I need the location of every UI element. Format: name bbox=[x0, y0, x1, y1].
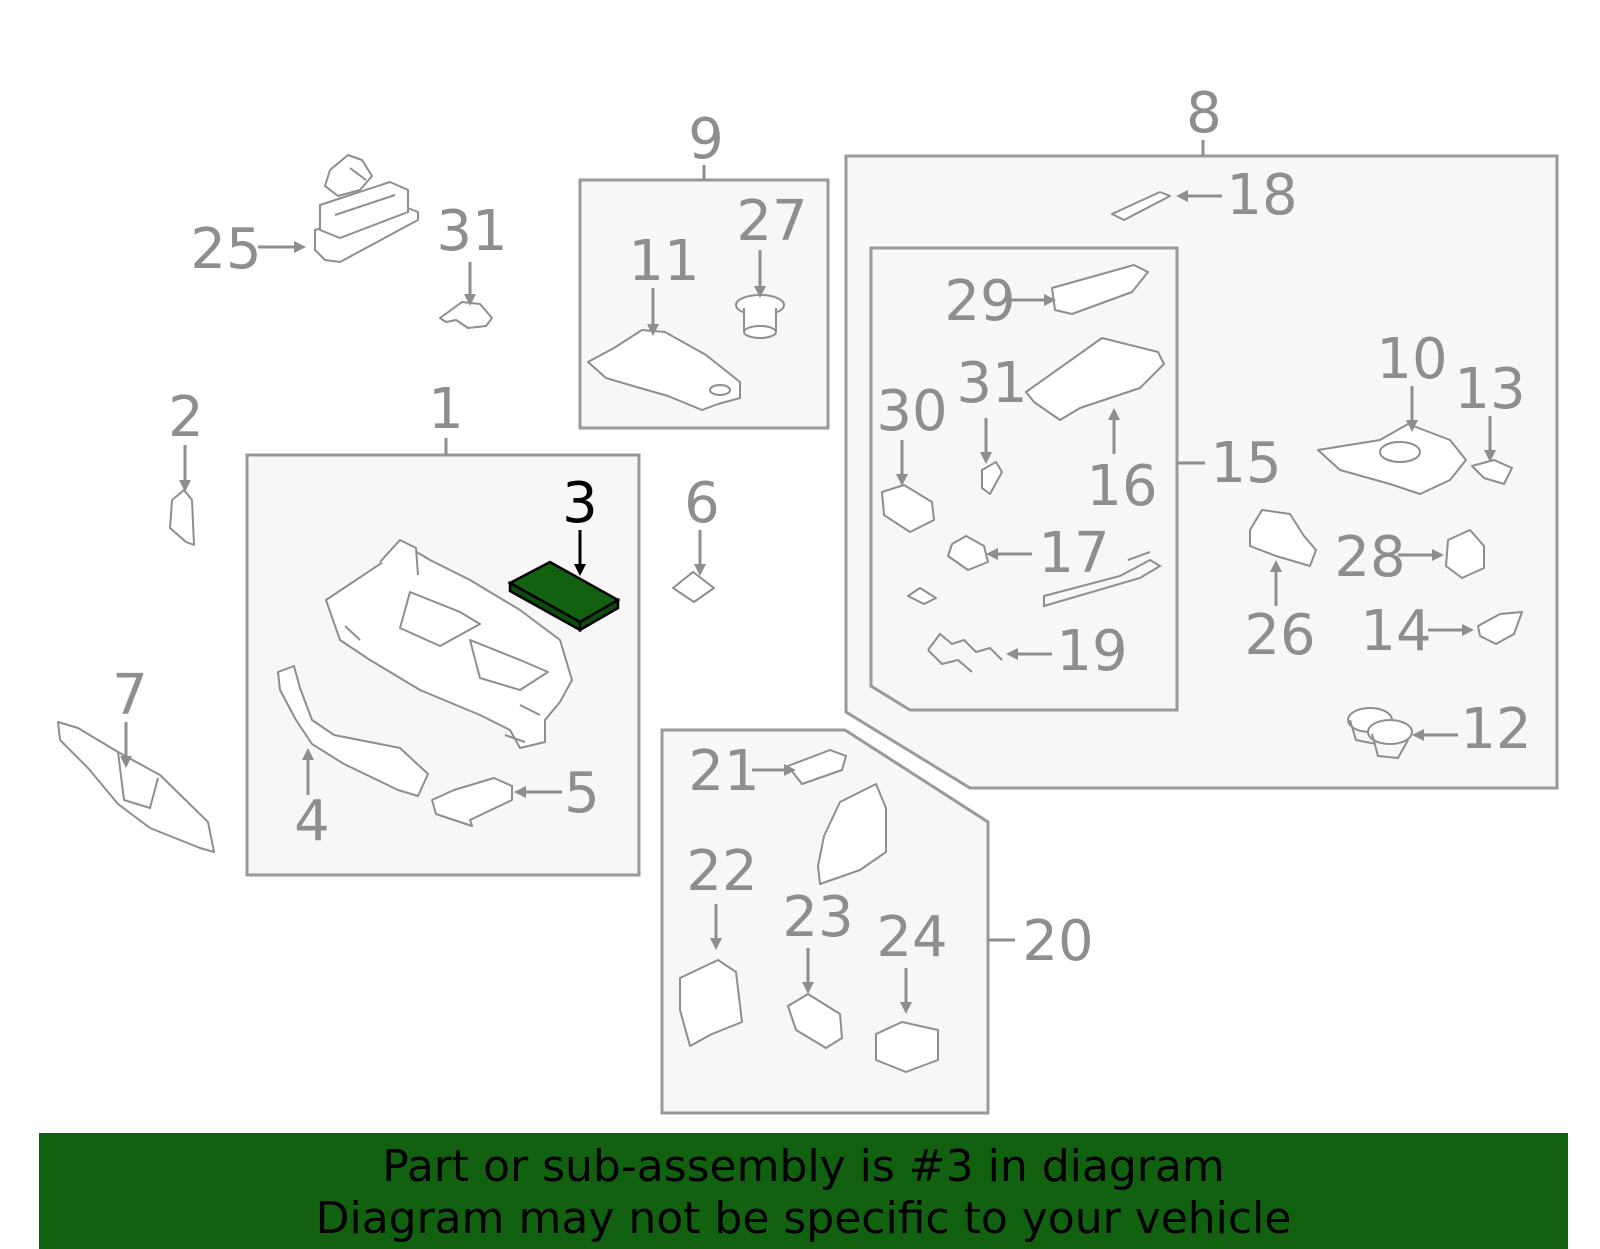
callout-label-26: 26 bbox=[1244, 603, 1315, 668]
banner-line-1: Part or sub-assembly is #3 in diagram bbox=[382, 1141, 1225, 1192]
part-12-cupholder bbox=[1347, 707, 1413, 760]
part-18-strip bbox=[1111, 191, 1171, 221]
callout-label-10: 10 bbox=[1376, 327, 1447, 392]
part-4-trim bbox=[277, 665, 429, 797]
part-17-sensor bbox=[947, 535, 989, 571]
part-30-switch bbox=[881, 484, 935, 533]
callout-label-27: 27 bbox=[736, 189, 807, 254]
part-31-clip bbox=[439, 301, 493, 329]
callout-labels: 1 2 3 4 5 6 7 8 9 10 11 12 13 14 15 16 1… bbox=[112, 81, 1531, 974]
callout-label-19: 19 bbox=[1056, 619, 1127, 684]
part-3-highlighted bbox=[507, 560, 621, 633]
part-21-switch bbox=[787, 749, 847, 785]
group-box-20 bbox=[660, 728, 990, 1115]
part-27-plug bbox=[735, 294, 785, 339]
callout-label-29: 29 bbox=[944, 269, 1015, 334]
part-19-harness bbox=[927, 632, 1003, 673]
info-banner: Part or sub-assembly is #3 in diagram Di… bbox=[39, 1133, 1568, 1249]
callout-label-15: 15 bbox=[1210, 431, 1281, 496]
part-11-trim bbox=[587, 329, 741, 411]
banner-line-2: Diagram may not be specific to your vehi… bbox=[315, 1193, 1292, 1244]
callout-label-23: 23 bbox=[782, 885, 853, 950]
part-16-tray bbox=[1025, 337, 1165, 421]
callout-label-1: 1 bbox=[428, 377, 464, 442]
callout-label-5: 5 bbox=[564, 761, 600, 826]
callout-label-28: 28 bbox=[1334, 525, 1405, 590]
part-29-lid bbox=[1051, 264, 1149, 315]
callout-label-14: 14 bbox=[1360, 599, 1431, 664]
callout-label-24: 24 bbox=[876, 905, 947, 970]
callout-label-9: 9 bbox=[688, 107, 724, 172]
part-5-bracket bbox=[431, 777, 513, 827]
part-24-usb bbox=[875, 1021, 939, 1073]
callout-label-2: 2 bbox=[168, 385, 204, 450]
callout-label-6: 6 bbox=[684, 471, 720, 536]
callout-label-13: 13 bbox=[1454, 357, 1525, 422]
callout-label-20: 20 bbox=[1022, 909, 1093, 974]
callout-label-31-top: 31 bbox=[436, 199, 507, 264]
callout-label-30: 30 bbox=[876, 379, 947, 444]
part-20-housing bbox=[817, 783, 887, 885]
callout-label-16: 16 bbox=[1086, 454, 1157, 519]
parts-diagram: 1 2 3 4 5 6 7 8 9 10 11 12 13 14 15 16 1… bbox=[57, 81, 1559, 1115]
callout-label-21: 21 bbox=[688, 739, 759, 804]
callout-label-31-inner: 31 bbox=[956, 351, 1027, 416]
part-28-switch bbox=[1445, 529, 1485, 579]
callout-label-11: 11 bbox=[628, 229, 699, 294]
callout-label-18: 18 bbox=[1226, 163, 1297, 228]
callout-label-12: 12 bbox=[1460, 697, 1531, 762]
part-14-clip bbox=[1477, 611, 1523, 645]
part-7-side-panel bbox=[57, 721, 215, 853]
callout-label-4: 4 bbox=[294, 789, 330, 854]
callout-label-17: 17 bbox=[1038, 521, 1109, 586]
part-25-shifter bbox=[314, 154, 419, 263]
callout-label-22: 22 bbox=[686, 839, 757, 904]
part-2-bracket bbox=[169, 489, 195, 546]
part-31-clip-inner bbox=[981, 461, 1003, 495]
part-22-module bbox=[679, 959, 743, 1047]
callout-label-3: 3 bbox=[562, 471, 598, 536]
callout-label-7: 7 bbox=[112, 663, 148, 728]
part-26-bracket bbox=[1249, 509, 1317, 567]
callout-label-8: 8 bbox=[1186, 81, 1222, 146]
callout-label-25: 25 bbox=[190, 217, 261, 282]
part-6-pad bbox=[672, 571, 715, 603]
part-1-console bbox=[325, 539, 573, 749]
callout-arrows bbox=[120, 190, 1496, 1014]
part-10-bezel bbox=[1317, 423, 1467, 495]
